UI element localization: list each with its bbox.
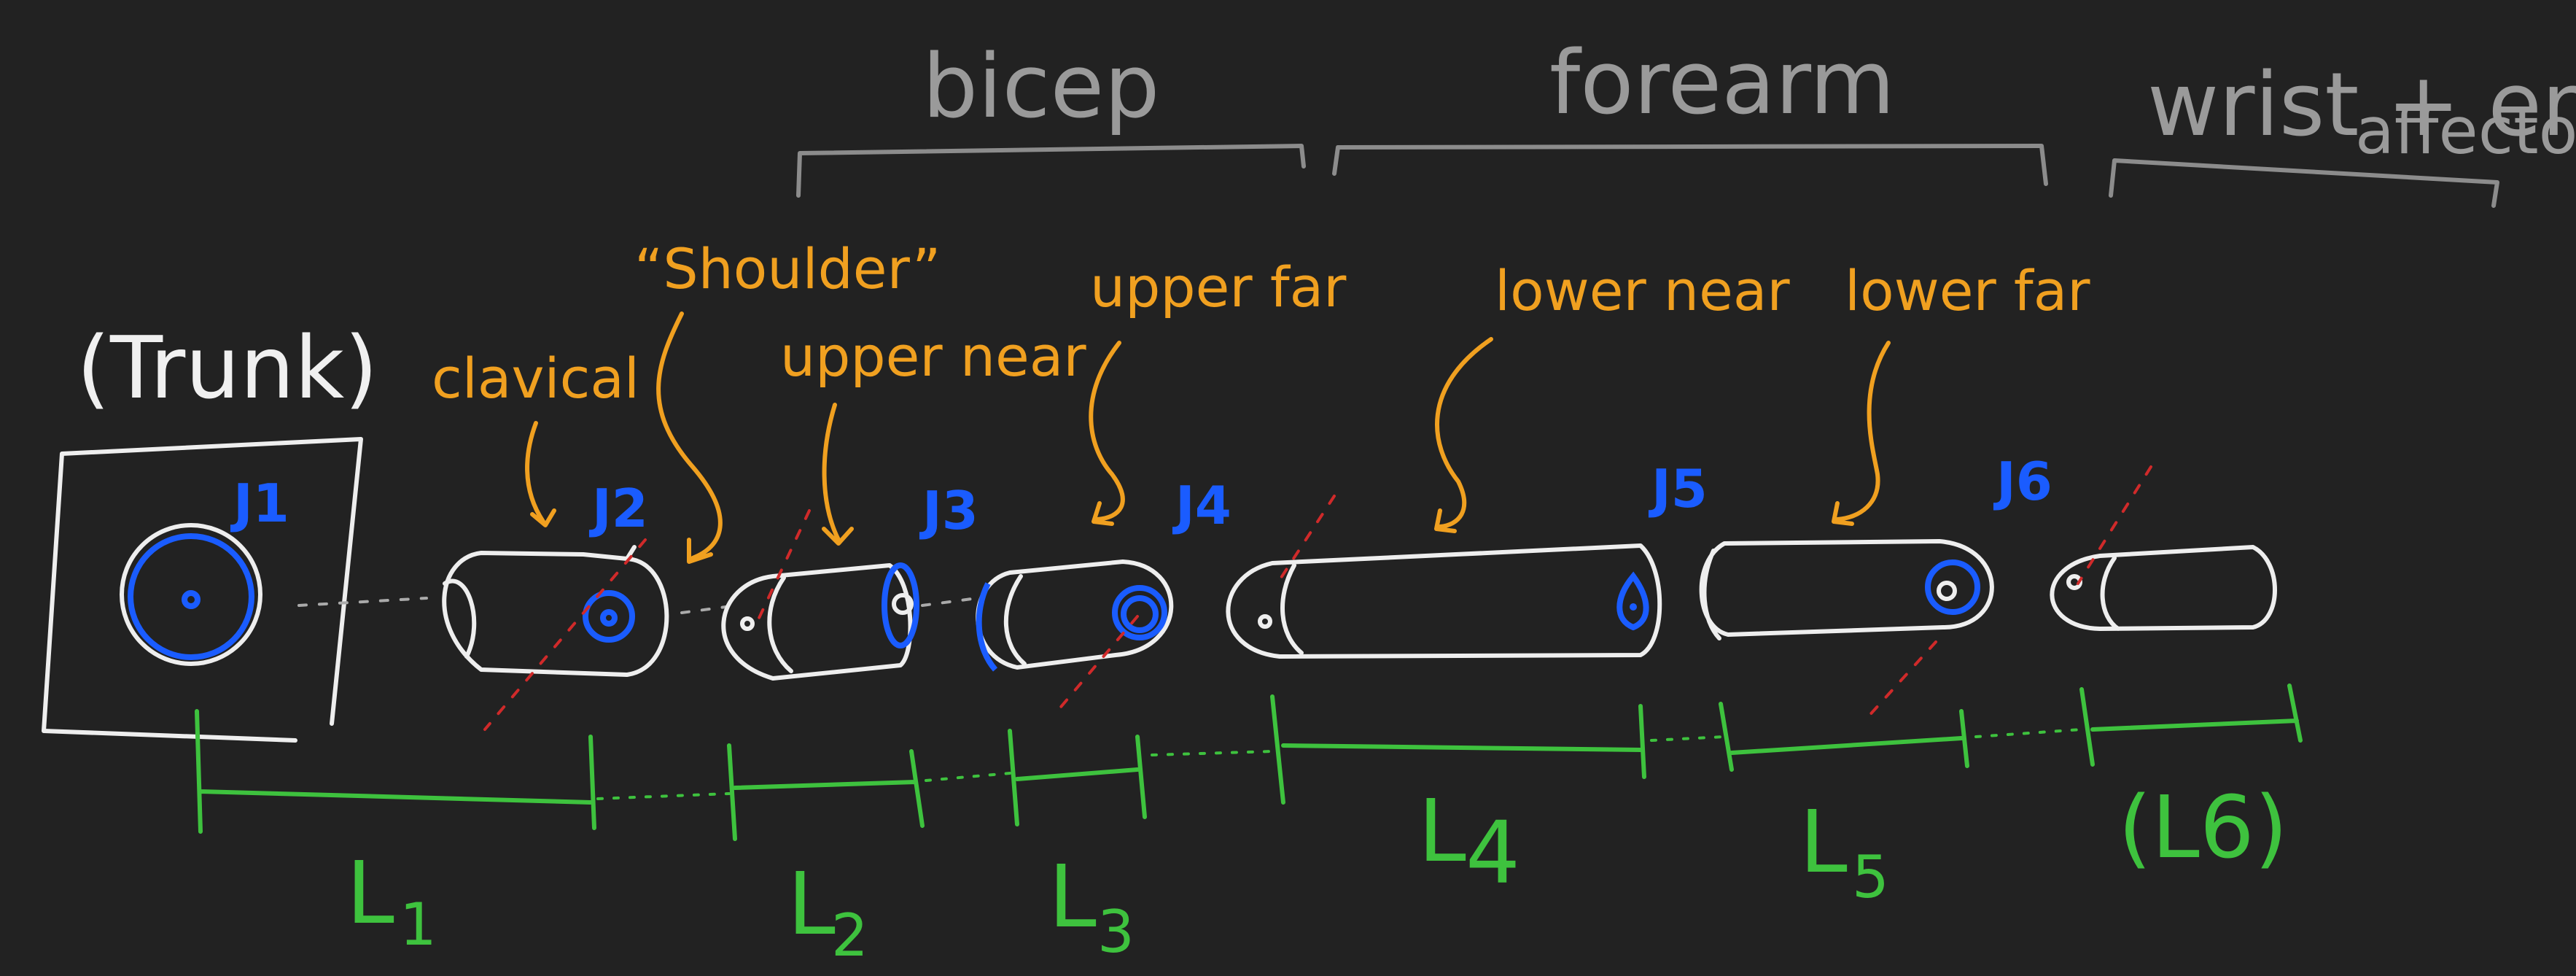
j3-center xyxy=(892,593,914,615)
trunk: (Trunk) J1 xyxy=(42,317,378,743)
upper-near-label: upper near xyxy=(780,324,1086,389)
bicep-group: bicep xyxy=(796,36,1306,198)
l1-subscript: 1 xyxy=(400,891,437,958)
l-gap xyxy=(1650,735,1726,742)
clavical-body xyxy=(442,545,669,677)
trunk-box xyxy=(42,437,363,743)
wrist-body xyxy=(2050,545,2277,631)
wrist-bracket xyxy=(2109,158,2499,208)
l6-dimension-line xyxy=(2079,683,2303,767)
bicep-bracket xyxy=(796,144,1306,198)
l-gap xyxy=(925,772,1011,782)
wrist-label-line2: affector xyxy=(2355,93,2576,169)
bicep-label: bicep xyxy=(922,36,1160,138)
length-l4: L 4 xyxy=(1270,694,1646,903)
shoulder-label: “Shoulder” xyxy=(634,236,941,301)
j6-axis xyxy=(1865,640,1937,720)
length-l3: L 3 xyxy=(1008,729,1147,966)
upper-near-body xyxy=(721,563,913,681)
length-l5: L 5 xyxy=(1719,702,1969,911)
j4-axis xyxy=(1056,615,1139,713)
j5-ring xyxy=(1616,571,1649,631)
j2-label: J2 xyxy=(588,478,648,539)
j6-label: J6 xyxy=(1993,451,2052,512)
length-l1: L 1 xyxy=(195,709,596,958)
l6-label: (L6) xyxy=(2118,777,2288,878)
j3-ring xyxy=(882,562,919,648)
j1-center xyxy=(182,590,201,609)
upper-far-segment: J4 upper far xyxy=(976,255,1347,713)
upper-near-pivot xyxy=(740,616,755,631)
j3-axis xyxy=(753,509,811,629)
l-gap xyxy=(1151,750,1274,756)
lower-far-arrow xyxy=(1832,341,1891,526)
l1-letter: L xyxy=(346,843,394,943)
l5-letter: L xyxy=(1799,791,1848,892)
j6-center xyxy=(1937,581,1957,601)
wrist-axis xyxy=(2077,465,2152,585)
upper-near-arrow xyxy=(822,403,854,546)
l3-letter: L xyxy=(1048,846,1097,947)
lower-far-segment: J6 lower far xyxy=(1699,258,2090,720)
lower-near-pivot xyxy=(1258,614,1272,629)
length-l2: L 2 xyxy=(727,743,925,969)
l2-letter: L xyxy=(787,853,836,954)
l4-subscript: 4 xyxy=(1466,802,1520,903)
j1-label: J1 xyxy=(230,473,289,534)
l1-dimension-line xyxy=(195,709,596,834)
trunk-label: (Trunk) xyxy=(77,317,378,418)
j2-ring xyxy=(583,590,635,643)
wrist-label-line1: wrist + end xyxy=(2147,55,2576,156)
j3-label: J3 xyxy=(919,480,978,541)
l4-letter: L xyxy=(1418,781,1466,881)
wrist-group: wrist + end affector xyxy=(2109,55,2576,208)
j3-far-arc xyxy=(976,582,998,672)
shoulder-arrow xyxy=(656,311,723,564)
lower-far-label: lower far xyxy=(1845,258,2090,323)
lower-near-arrow xyxy=(1434,337,1493,533)
upper-far-body xyxy=(976,559,1174,670)
j5-center xyxy=(1630,603,1637,611)
j4-center xyxy=(1121,595,1159,633)
j1-ring xyxy=(128,533,254,660)
lower-near-body xyxy=(1226,543,1662,659)
forearm-label: forearm xyxy=(1549,33,1895,134)
centerline xyxy=(297,597,428,607)
shoulder-annotation: “Shoulder” xyxy=(634,236,941,564)
forearm-group: forearm xyxy=(1332,33,2048,186)
l4-dimension-line xyxy=(1270,694,1646,805)
l-gap xyxy=(596,792,731,800)
j2-axis xyxy=(483,538,647,731)
centerline xyxy=(680,605,727,614)
l-gap xyxy=(1974,728,2083,738)
lower-near-segment: J5 lower near xyxy=(1226,258,1790,659)
l2-dimension-line xyxy=(727,743,925,841)
clavical-segment: J2 clavical xyxy=(432,346,669,731)
upper-far-arrow xyxy=(1089,341,1125,526)
upper-near-segment: J3 upper near xyxy=(721,324,1086,681)
l3-dimension-line xyxy=(1008,729,1147,826)
upper-far-label: upper far xyxy=(1090,255,1347,319)
length-l6: (L6) xyxy=(2079,683,2303,878)
wrist-segment xyxy=(2050,465,2277,631)
j4-label: J4 xyxy=(1172,475,1231,536)
forearm-bracket xyxy=(1332,144,2048,186)
clavical-arrow xyxy=(525,421,556,527)
j2-center xyxy=(600,609,618,627)
centerline xyxy=(921,597,978,607)
l5-subscript: 5 xyxy=(1852,843,1889,911)
j5-label: J5 xyxy=(1648,458,1708,519)
clavical-label: clavical xyxy=(432,346,639,411)
j4-ring xyxy=(1112,585,1167,640)
l5-dimension-line xyxy=(1719,702,1969,772)
lower-near-label: lower near xyxy=(1495,258,1790,323)
lower-far-body xyxy=(1699,539,1994,640)
j6-ring xyxy=(1925,559,1980,615)
trunk-outer-circle xyxy=(120,523,262,666)
l3-subscript: 3 xyxy=(1097,898,1135,966)
l2-subscript: 2 xyxy=(831,902,868,969)
j5-axis xyxy=(1278,495,1336,581)
